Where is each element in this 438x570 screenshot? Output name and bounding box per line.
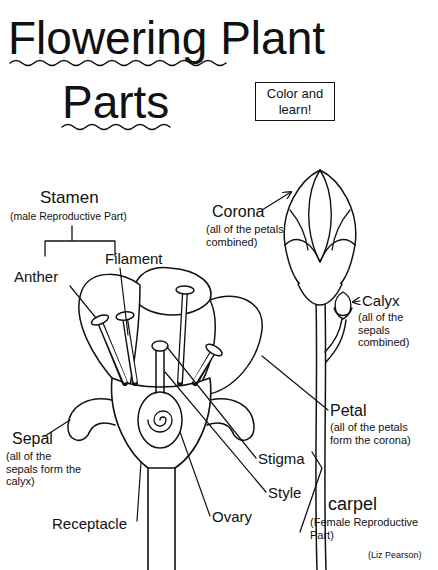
part-label: Receptacle [52, 515, 127, 532]
part-note: (all of the sepals form the calyx) [6, 450, 86, 488]
part-label: Stamen [40, 188, 99, 208]
note-box: Color and learn! [255, 82, 335, 121]
leader-arrow [353, 301, 360, 302]
small-bud-stem [325, 319, 342, 352]
part-label: carpel [328, 494, 377, 515]
part-label: Stigma [258, 450, 305, 467]
stamen-bracket [45, 226, 115, 256]
bud-outline [284, 170, 356, 298]
part-label: Calyx [362, 292, 400, 309]
anther [176, 286, 194, 295]
part-label: (Liz Pearson) [368, 550, 422, 560]
filament-outline [100, 292, 213, 383]
part-label: Anther [14, 268, 58, 285]
ovule-spiral [148, 411, 172, 432]
part-note: (male Reproductive Part) [10, 210, 127, 222]
page-title: Flowering Plant Parts [8, 6, 428, 134]
stigma [152, 341, 168, 351]
part-note: (all of the petals combined) [206, 223, 284, 248]
leader-line [180, 432, 210, 516]
leader-line [70, 286, 96, 318]
style [156, 350, 164, 393]
part-label: Petal [330, 402, 366, 420]
sepal [68, 399, 115, 440]
small-bud-stem [326, 320, 346, 362]
filament [100, 292, 213, 381]
part-note: (all of the sepals combined) [358, 311, 430, 349]
bud-petal [285, 240, 355, 262]
leader-line [120, 268, 128, 335]
leader-line [137, 462, 141, 521]
small-bud-calyx [334, 308, 352, 316]
leader-line [167, 347, 256, 458]
box-text: Color and learn! [260, 86, 330, 117]
petal [134, 268, 211, 315]
part-label: Style [268, 484, 301, 501]
anther [204, 342, 224, 358]
part-label: Ovary [212, 508, 252, 525]
part-label: Filament [105, 250, 163, 267]
flower-stem [148, 468, 175, 570]
part-label: Sepal [12, 430, 53, 448]
leader-line [262, 356, 328, 410]
bud-petal [290, 210, 350, 250]
leader-arrow [262, 192, 291, 210]
ovary [138, 392, 182, 448]
part-label: Corona [212, 203, 264, 221]
receptacle [112, 378, 211, 468]
part-note: (all of the petals form the corona) [330, 421, 412, 446]
part-note: (Female Reproductive Part) [310, 516, 435, 541]
